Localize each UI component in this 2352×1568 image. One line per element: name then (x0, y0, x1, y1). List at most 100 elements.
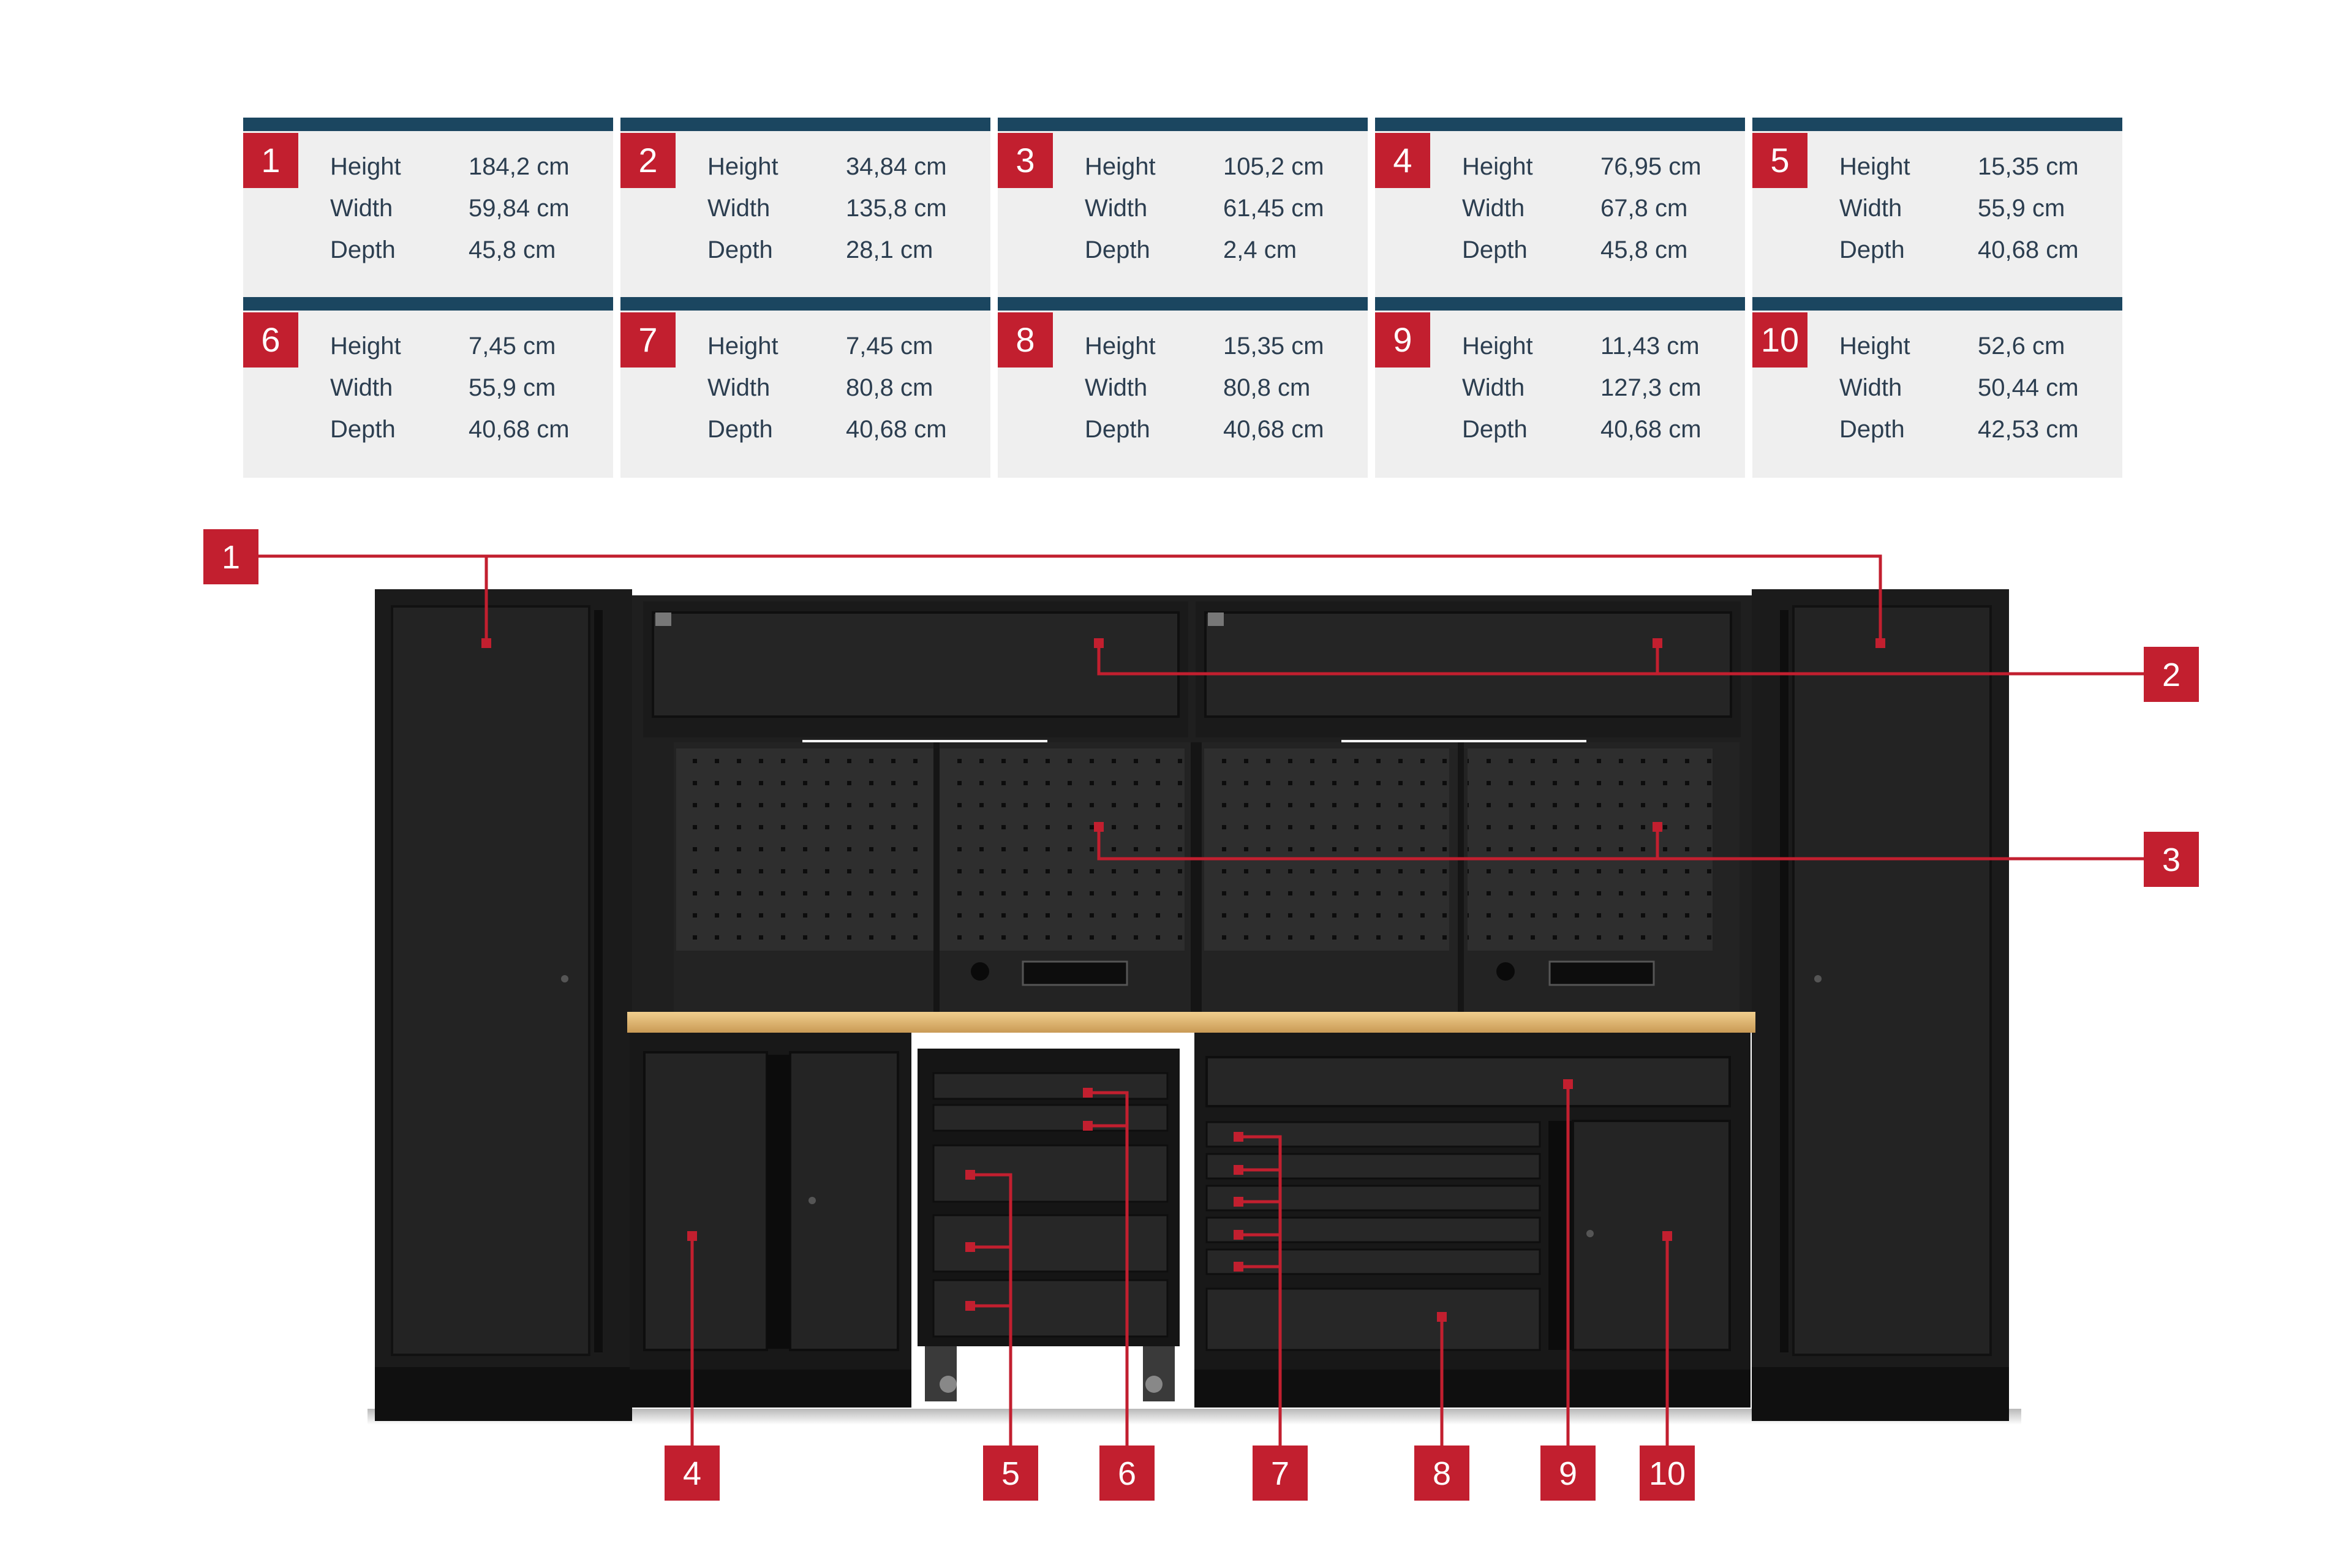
height-label: Height (330, 153, 401, 180)
item-number-badge: 6 (243, 312, 298, 368)
depth-value: 40,68 cm (846, 416, 947, 443)
width-value: 127,3 cm (1600, 374, 1702, 401)
spec-card-3: 3 Height 105,2 cm Width 61,45 cm Depth 2… (998, 118, 1368, 298)
depth-value: 40,68 cm (1600, 416, 1702, 443)
callout-badge-9: 9 (1540, 1446, 1596, 1501)
height-label: Height (1839, 333, 1910, 360)
spec-card-4: 4 Height 76,95 cm Width 67,8 cm Depth 45… (1375, 118, 1745, 298)
item-number-badge: 10 (1752, 312, 1807, 368)
width-label: Width (330, 374, 393, 401)
depth-label: Depth (1085, 416, 1150, 443)
width-label: Width (707, 195, 771, 222)
height-label: Height (1839, 153, 1910, 180)
card-header-bar (243, 297, 613, 311)
spec-card-10: 10 Height 52,6 cm Width 50,44 cm Depth 4… (1752, 297, 2122, 478)
svg-text:2: 2 (2162, 657, 2180, 693)
svg-text:5: 5 (1001, 1455, 1020, 1492)
height-value: 7,45 cm (469, 333, 556, 360)
height-label: Height (1462, 153, 1533, 180)
tall-cabinet-right (1752, 589, 2009, 1421)
depth-label: Depth (707, 236, 773, 263)
height-value: 11,43 cm (1600, 333, 1700, 360)
spec-grid: 1 Height 184,2 cm Width 59,84 cm Depth 4… (243, 118, 2122, 478)
height-label: Height (1085, 333, 1156, 360)
depth-label: Depth (1462, 416, 1528, 443)
width-label: Width (1462, 195, 1525, 222)
base-cabinet-left (630, 1033, 911, 1408)
spec-card-7: 7 Height 7,45 cm Width 80,8 cm Depth 40,… (620, 297, 990, 478)
height-value: 15,35 cm (1223, 333, 1324, 360)
width-value: 135,8 cm (846, 195, 947, 222)
depth-label: Depth (1839, 416, 1905, 443)
callout-leader-lines (258, 554, 2144, 1446)
width-label: Width (330, 195, 393, 222)
height-value: 76,95 cm (1600, 153, 1702, 180)
width-value: 67,8 cm (1600, 195, 1688, 222)
svg-text:10: 10 (1649, 1455, 1686, 1492)
card-header-bar (243, 118, 613, 131)
callout-badge-6: 6 (1099, 1446, 1155, 1501)
card-header-bar (998, 118, 1368, 131)
callout-badge-4: 4 (665, 1446, 720, 1501)
svg-text:9: 9 (1559, 1455, 1577, 1492)
depth-label: Depth (330, 416, 396, 443)
spec-card-1: 1 Height 184,2 cm Width 59,84 cm Depth 4… (243, 118, 613, 298)
svg-text:6: 6 (1118, 1455, 1136, 1492)
item-number-badge: 5 (1752, 133, 1807, 188)
spec-card-8: 8 Height 15,35 cm Width 80,8 cm Depth 40… (998, 297, 1368, 478)
card-header-bar (620, 118, 990, 131)
depth-label: Depth (1085, 236, 1150, 263)
width-value: 55,9 cm (469, 374, 556, 401)
width-value: 61,45 cm (1223, 195, 1324, 222)
item-number-badge: 3 (998, 133, 1053, 188)
callout-badge-2: 2 (2144, 647, 2199, 702)
callout-badge-8: 8 (1414, 1446, 1469, 1501)
wooden-worktop (627, 1012, 1755, 1033)
item-number-badge: 9 (1375, 312, 1430, 368)
height-value: 52,6 cm (1978, 333, 2065, 360)
pegboard-panel (674, 742, 1740, 1012)
height-label: Height (1085, 153, 1156, 180)
width-value: 80,8 cm (1223, 374, 1311, 401)
spec-card-5: 5 Height 15,35 cm Width 55,9 cm Depth 40… (1752, 118, 2122, 298)
width-label: Width (1839, 195, 1902, 222)
rolling-drawer-unit (918, 1049, 1180, 1401)
item-number-badge: 1 (243, 133, 298, 188)
callout-badge-10: 10 (1640, 1446, 1695, 1501)
depth-value: 40,68 cm (1978, 236, 2079, 263)
width-value: 55,9 cm (1978, 195, 2065, 222)
width-label: Width (1085, 374, 1148, 401)
width-label: Width (1839, 374, 1902, 401)
spec-card-2: 2 Height 34,84 cm Width 135,8 cm Depth 2… (620, 118, 990, 298)
depth-value: 45,8 cm (1600, 236, 1688, 263)
callout-markers (481, 638, 1885, 1322)
depth-value: 40,68 cm (469, 416, 570, 443)
depth-value: 28,1 cm (846, 236, 933, 263)
wall-cabinet-left (643, 601, 1188, 737)
spec-card-6: 6 Height 7,45 cm Width 55,9 cm Depth 40,… (243, 297, 613, 478)
card-header-bar (1752, 297, 2122, 311)
callout-badge-7: 7 (1253, 1446, 1308, 1501)
depth-label: Depth (1839, 236, 1905, 263)
width-label: Width (707, 374, 771, 401)
card-header-bar (1375, 118, 1745, 131)
height-label: Height (1462, 333, 1533, 360)
svg-text:4: 4 (683, 1455, 701, 1492)
depth-value: 2,4 cm (1223, 236, 1297, 263)
wall-cabinet-right (1196, 601, 1741, 737)
svg-text:8: 8 (1433, 1455, 1451, 1492)
callout-badge-3: 3 (2144, 832, 2199, 887)
card-header-bar (620, 297, 990, 311)
height-value: 34,84 cm (846, 153, 947, 180)
height-label: Height (707, 333, 778, 360)
item-number-badge: 2 (620, 133, 676, 188)
spec-card-9: 9 Height 11,43 cm Width 127,3 cm Depth 4… (1375, 297, 1745, 478)
width-value: 80,8 cm (846, 374, 933, 401)
width-value: 50,44 cm (1978, 374, 2079, 401)
depth-value: 42,53 cm (1978, 416, 2079, 443)
height-label: Height (330, 333, 401, 360)
item-number-badge: 4 (1375, 133, 1430, 188)
svg-text:1: 1 (222, 539, 240, 576)
item-number-badge: 7 (620, 312, 676, 368)
